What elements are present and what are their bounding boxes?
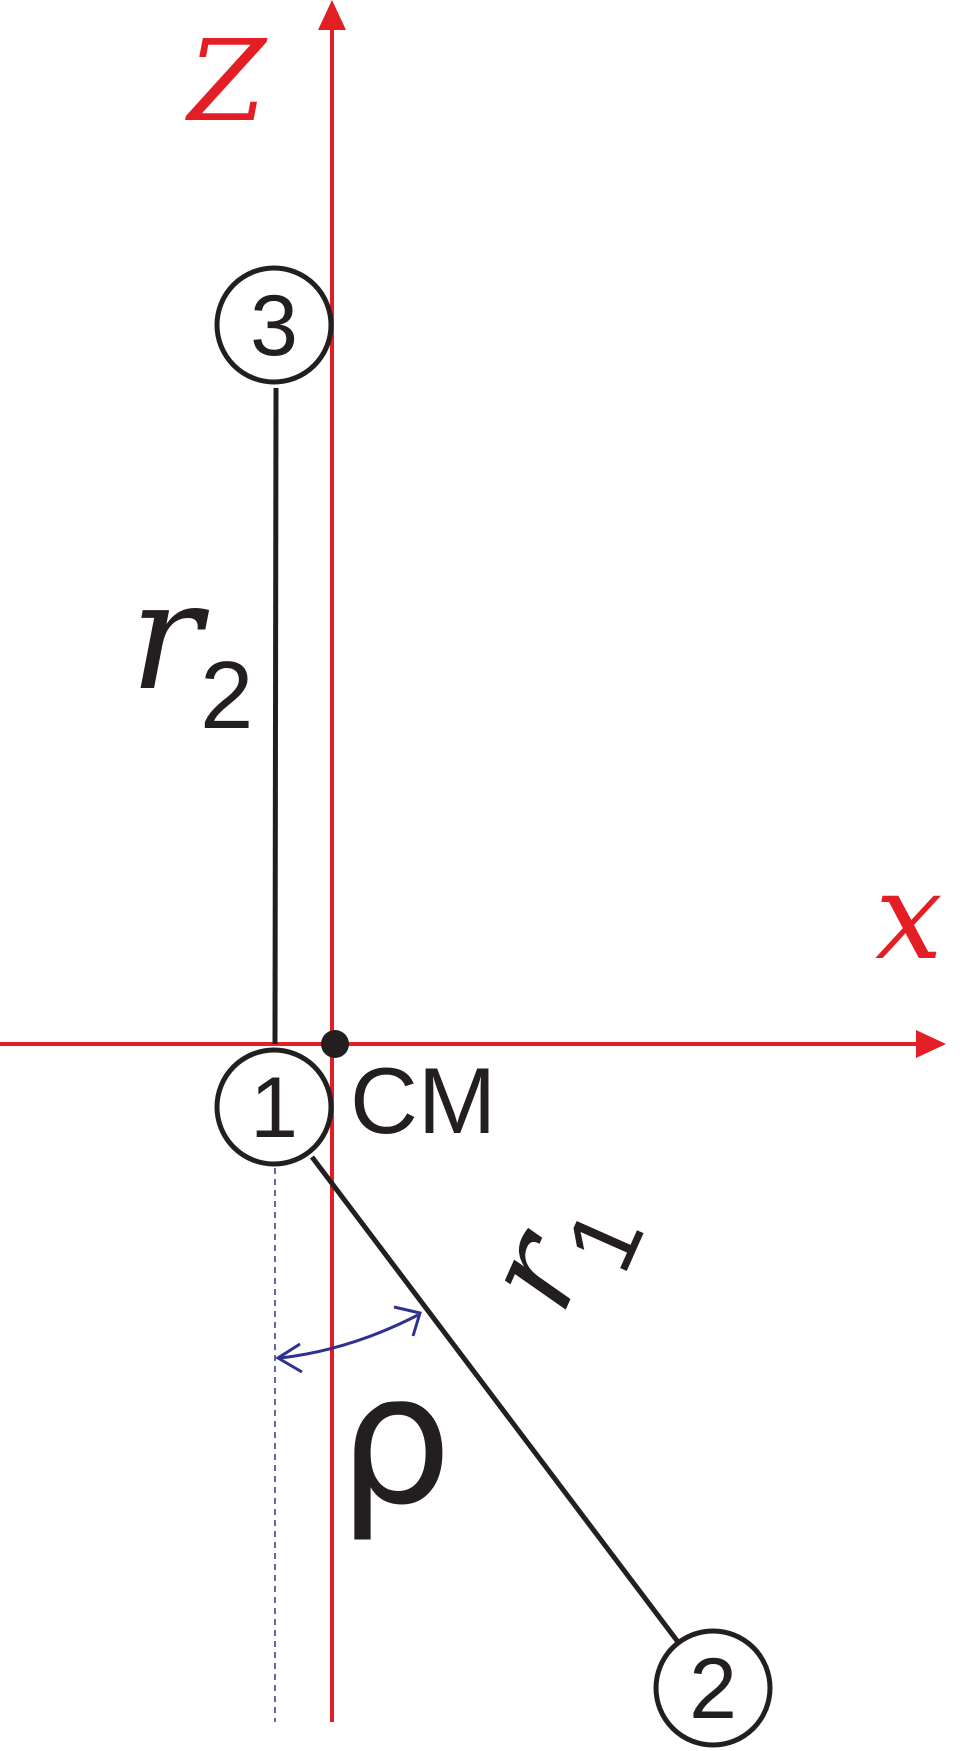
- x-axis-arrowhead: [916, 1030, 946, 1058]
- x-axis-label: x: [875, 848, 943, 987]
- center-of-mass: CM: [321, 1030, 496, 1153]
- atom-1: 1: [214, 1047, 334, 1167]
- bond-r1-line: [310, 1155, 680, 1644]
- z-axis-label: Z: [185, 17, 268, 147]
- atom-3-label: 3: [250, 278, 298, 374]
- atom-3-circle: [214, 265, 334, 385]
- angle-arc-rho: [275, 1305, 422, 1374]
- angle-rho-label: ρ: [338, 1336, 452, 1545]
- distance-r2-label: r 2: [130, 550, 253, 749]
- bond-r2-line: [272, 387, 279, 1045]
- center-of-mass-label: CM: [350, 1048, 496, 1153]
- z-axis: Z: [185, 0, 346, 1722]
- distance-r1-label: r 1: [451, 1194, 664, 1331]
- atom-2: 2: [653, 1628, 773, 1748]
- atom-1-label: 1: [250, 1060, 298, 1156]
- angle-arc-arrowhead-left: [275, 1342, 303, 1374]
- atom-2-label: 2: [689, 1641, 737, 1737]
- z-axis-arrowhead: [318, 0, 346, 30]
- r2-subscript: 2: [200, 642, 253, 749]
- angle-arc-arrowhead-right: [393, 1305, 422, 1337]
- x-axis: x: [0, 848, 946, 1058]
- r2-symbol: r: [130, 550, 210, 724]
- atom-1-circle: [214, 1047, 334, 1167]
- angle-arc-path: [279, 1313, 419, 1360]
- atom-3: 3: [214, 265, 334, 385]
- atom-2-circle: [653, 1628, 773, 1748]
- center-of-mass-dot: [321, 1030, 349, 1058]
